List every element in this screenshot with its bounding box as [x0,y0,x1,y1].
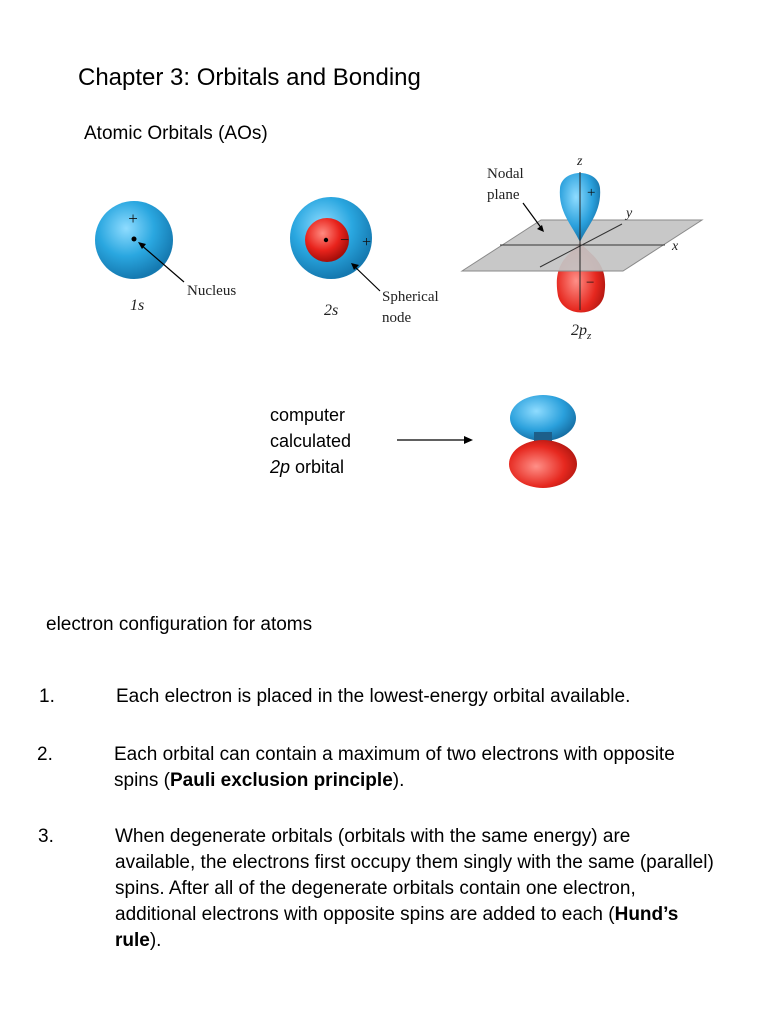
axis-y-label: y [624,206,633,221]
nucleus-label: Nucleus [187,283,236,299]
axis-x-label: x [671,239,679,254]
nodal-plane-label-2: plane [487,187,520,203]
sign-plus: + [362,234,371,251]
orbital-2s-label: 2s [324,302,338,319]
nodal-plane-label: Nodal [487,166,524,182]
sign-plus: + [587,185,595,201]
sign-minus: − [586,275,594,291]
orbital-1s-label: 1s [130,297,144,314]
section-heading: electron configuration for atoms [46,614,313,635]
orbital-1s: + Nucleus 1s [95,201,236,314]
computed-orbital-caption: computer calculated 2p orbital [270,405,352,477]
axis-z-label: z [576,154,583,169]
spherical-node-label-2: node [382,310,412,326]
computed-2p-orbital [397,395,577,488]
orbital-2pz-label: 2pz [571,322,592,342]
orbital-figure: + Nucleus 1s − + 2s Spherical node z y x… [95,154,704,488]
nucleus-dot [323,237,329,243]
nucleus-dot [131,236,137,242]
section-subtitle: Atomic Orbitals (AOs) [84,123,268,144]
sign-plus: + [128,209,138,228]
spherical-node-label: Spherical [382,289,439,305]
sign-minus: − [340,232,349,249]
orbital-2s: − + 2s Spherical node [290,197,439,326]
orbital-2pz: z y x + − Nodal plane 2pz [460,154,704,342]
page-title: Chapter 3: Orbitals and Bonding [78,64,421,91]
